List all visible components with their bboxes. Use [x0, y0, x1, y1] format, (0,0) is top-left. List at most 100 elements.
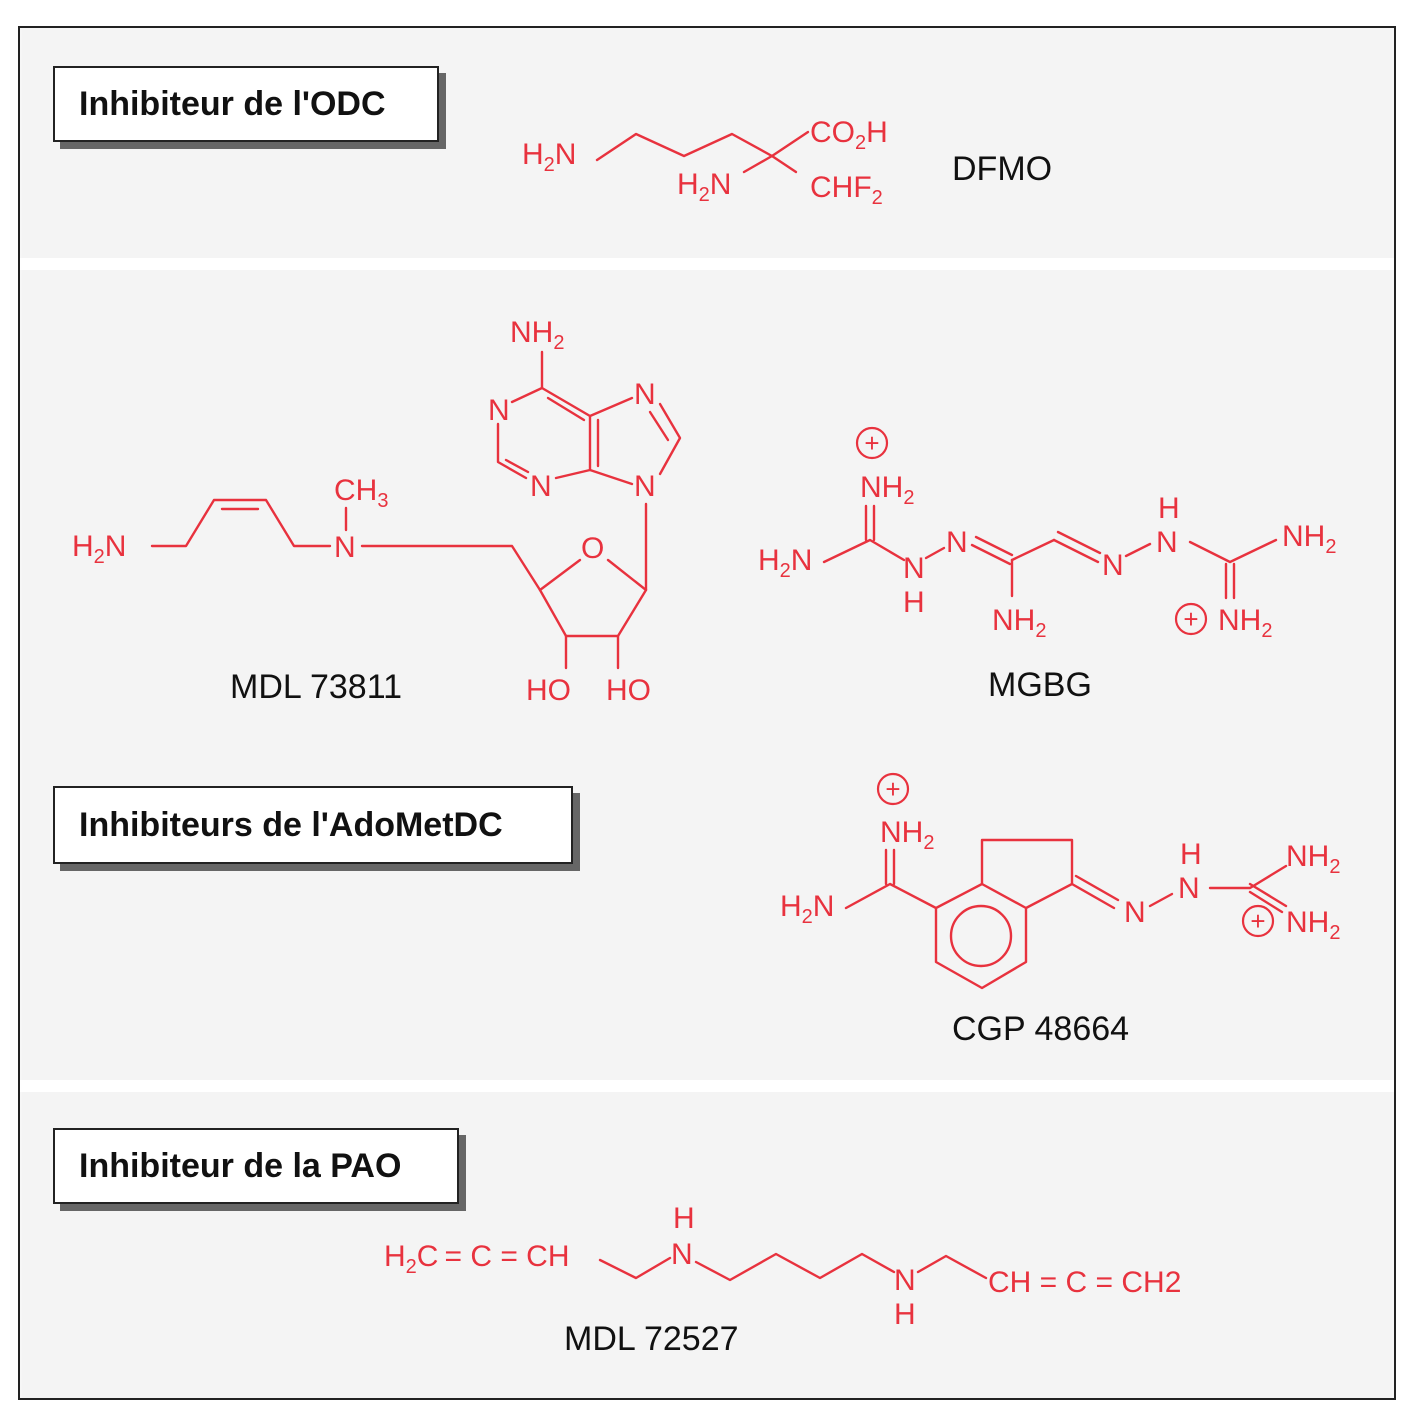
hydroxyl-label: HO — [526, 674, 571, 707]
allene-group: CH = C = CH2 — [988, 1266, 1181, 1299]
amino-label: NH2 — [860, 471, 914, 509]
positive-charge — [876, 772, 910, 806]
amino-label: NH2 — [1218, 604, 1272, 642]
bond — [770, 130, 810, 158]
bond — [538, 558, 582, 592]
bond — [595, 132, 774, 162]
benzene-ring — [934, 882, 1028, 990]
nitrogen-label: N — [334, 531, 356, 564]
bond — [658, 402, 682, 476]
nitrogen-label: N — [1178, 872, 1200, 905]
amine-label: H2N — [72, 530, 126, 568]
charge-sign: + — [885, 774, 900, 804]
bond — [1010, 538, 1056, 562]
section-divider — [20, 1080, 1394, 1092]
positive-charge — [1241, 904, 1275, 938]
amine-label: H2N — [522, 138, 576, 176]
nitrogen-label: N — [894, 1264, 916, 1297]
ribose-ring — [538, 558, 648, 638]
hydrogen-label: H — [894, 1298, 916, 1331]
positive-charge — [855, 426, 889, 460]
butane-chain — [694, 1252, 896, 1282]
allene-group: H2C= C = CH — [384, 1240, 570, 1278]
amino-label: NH2 — [1282, 520, 1336, 558]
double-bond — [1056, 530, 1102, 555]
nitrogen-label: N — [530, 470, 552, 503]
double-bond — [504, 458, 530, 474]
bond — [770, 154, 798, 174]
bond — [554, 468, 592, 480]
mdl73811-structure: H2N N CH3 O HO HO N N N N NH2 MDL 73811 — [72, 316, 682, 707]
dfmo-structure: H2N CO2H H2N CHF2 DFMO — [522, 116, 1052, 209]
methyl-label: CH3 — [334, 474, 388, 512]
bond — [360, 544, 542, 592]
pao-inhibitor-header: Inhibiteur de la PAO — [53, 1128, 459, 1204]
hydrogen-label: H — [903, 586, 925, 619]
double-bond — [1070, 882, 1116, 910]
bond — [916, 1254, 988, 1280]
bond — [924, 546, 946, 560]
bond — [1188, 538, 1278, 564]
positive-charge — [1174, 602, 1208, 636]
double-bond — [546, 396, 586, 422]
mgbg-name: MGBG — [988, 666, 1092, 704]
mdl72527-name: MDL 72527 — [564, 1320, 739, 1358]
charge-sign: + — [864, 428, 879, 458]
oxygen-label: O — [581, 532, 604, 565]
mdl72527-structure: H2C= C = CH N H N H CH = C = CH2 MDL 725… — [384, 1202, 1181, 1358]
adometdc-inhibitors-header: Inhibiteurs de l'AdoMetDC — [53, 786, 573, 864]
charge-sign: + — [1183, 604, 1198, 634]
nitrogen-label: N — [1102, 549, 1124, 582]
dfmo-name: DFMO — [952, 150, 1052, 188]
nitrogen-label: N — [634, 470, 656, 503]
double-bond — [1074, 874, 1120, 902]
nitrogen-label: N — [903, 552, 925, 585]
bond — [1208, 864, 1288, 890]
odc-inhibitor-header: Inhibiteur de l'ODC — [53, 66, 439, 142]
charge-sign: + — [1250, 906, 1265, 936]
nitrogen-label: N — [488, 394, 510, 427]
amino-label: NH2 — [992, 604, 1046, 642]
hydrogen-label: H — [1158, 492, 1180, 525]
bond — [588, 396, 634, 486]
bond — [1148, 892, 1174, 908]
double-bond — [648, 410, 670, 442]
amine-label: H2N — [677, 168, 731, 206]
nitrogen-label: N — [671, 1238, 693, 1271]
hydroxyl-label: HO — [606, 674, 651, 707]
bond — [150, 498, 332, 548]
amine-label: H2N — [780, 890, 834, 928]
carboxyl-label: CO2H — [810, 116, 888, 154]
bond — [822, 538, 906, 564]
cyclopentane-ring — [980, 838, 1074, 910]
double-bond — [1248, 890, 1284, 914]
adometdc-section — [22, 270, 1392, 1080]
bond — [510, 386, 592, 418]
hydrogen-label: H — [673, 1202, 695, 1235]
hydrogen-label: H — [1180, 838, 1202, 871]
amino-label: NH2 — [1286, 906, 1340, 944]
double-bond — [970, 543, 1012, 566]
bond — [844, 882, 938, 910]
difluoromethyl-label: CHF2 — [810, 171, 883, 209]
amino-label: NH2 — [510, 316, 564, 354]
bond — [1124, 542, 1152, 558]
cgp48664-name: CGP 48664 — [952, 1010, 1129, 1048]
bond — [742, 154, 774, 174]
aromatic-circle — [949, 904, 1013, 968]
nitrogen-label: N — [946, 526, 968, 559]
nitrogen-label: N — [634, 378, 656, 411]
section-divider — [20, 258, 1394, 270]
double-bond — [1052, 538, 1100, 564]
amino-label: NH2 — [1286, 840, 1340, 878]
mgbg-structure: + NH2 H2N N H N NH2 N N H NH2 + NH2 MGBG — [758, 426, 1336, 704]
amine-label: H2N — [758, 544, 812, 582]
nitrogen-label: N — [1156, 526, 1178, 559]
mdl73811-name: MDL 73811 — [230, 668, 402, 706]
double-bond — [974, 535, 1014, 557]
amino-label: NH2 — [880, 816, 934, 854]
bond — [496, 422, 528, 480]
double-bond — [1248, 882, 1288, 908]
cgp48664-structure: + NH2 H2N N N H NH2 + NH2 CGP 48664 — [780, 772, 1340, 1048]
